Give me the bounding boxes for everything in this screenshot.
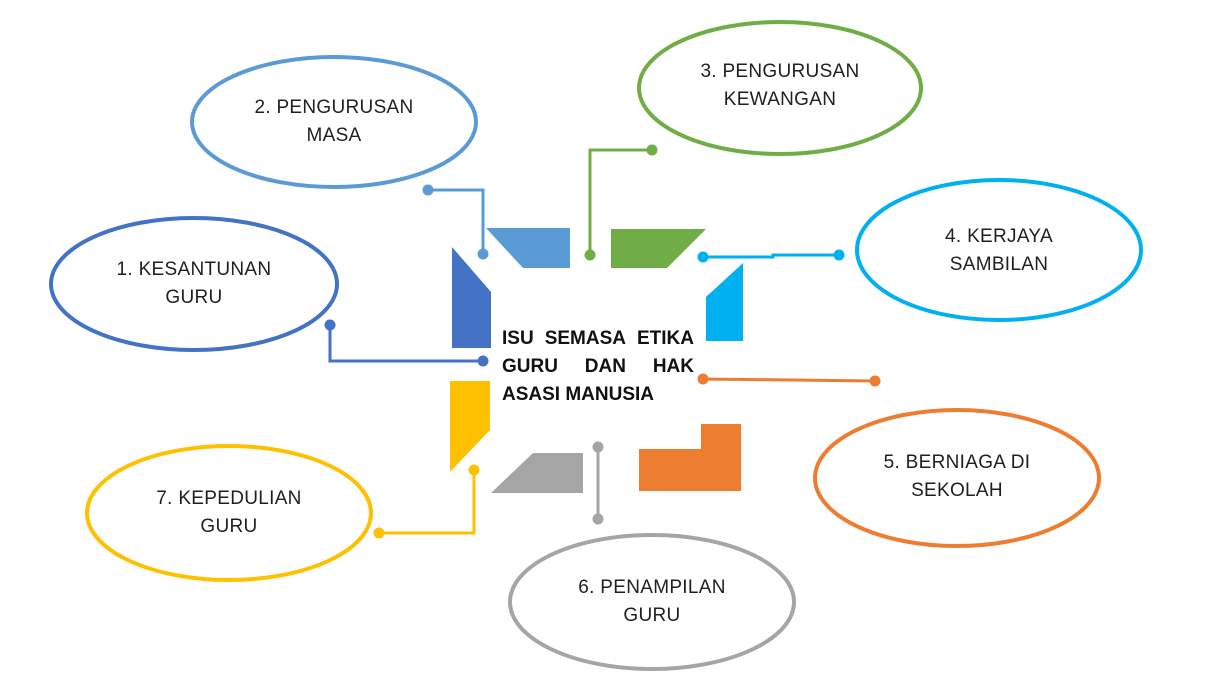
label-line: GURU [200, 516, 258, 537]
connector-kerjaya-sambilan [703, 253, 839, 259]
shape-kesantunan-guru [452, 247, 491, 348]
connector-dot [697, 373, 709, 385]
connector-dot [833, 249, 845, 261]
label-berniaga-di-sekolah: 5. BERNIAGA DI SEKOLAH [847, 449, 1067, 505]
label-penampilan-guru: 6. PENAMPILAN GURU [542, 574, 762, 630]
connector-dot [592, 441, 604, 453]
connector-pengurusan-masa [428, 188, 485, 254]
center-title-line-3: ASASI MANUSIA [502, 381, 694, 409]
center-title-line-1: ISU SEMASA ETIKA [502, 325, 694, 353]
shape-berniaga-di-sekolah [639, 424, 741, 491]
shape-kepedulian-guru [450, 381, 490, 472]
center-title-word: ASASI MANUSIA [502, 384, 655, 405]
branch-penampilan-guru [491, 441, 796, 671]
label-line: SEKOLAH [911, 480, 1003, 501]
label-line: GURU [623, 605, 681, 626]
branch-kesantunan-guru [49, 216, 491, 367]
center-title-word: GURU [502, 356, 558, 377]
shape-pengurusan-masa [486, 228, 570, 268]
branch-kerjaya-sambilan [697, 178, 1143, 341]
connector-dot [477, 248, 489, 260]
center-title-word: DAN [584, 356, 626, 377]
shape-penampilan-guru [491, 453, 583, 493]
connector-kepedulian-guru [379, 470, 476, 535]
label-line: 5. BERNIAGA DI [883, 452, 1031, 473]
label-line: KEWANGAN [723, 89, 837, 110]
ellipse-berniaga-di-sekolah [813, 408, 1101, 548]
center-title-word: ETIKA [636, 328, 694, 349]
label-line: 1. KESANTUNAN [116, 259, 272, 280]
branch-pengurusan-masa [190, 55, 570, 268]
center-title-line-2: GURU DAN HAK [502, 353, 694, 381]
connector-dot [373, 527, 385, 539]
label-line: 2. PENGURUSAN [254, 97, 414, 118]
ellipse-kesantunan-guru [49, 216, 339, 352]
connector-dot [584, 249, 596, 261]
label-line: GURU [165, 287, 223, 308]
center-title: ISU SEMASA ETIKA GURU DAN HAK ASASI MANU… [502, 325, 694, 409]
center-title-word: ISU [502, 328, 534, 349]
branch-pengurusan-kewangan [584, 20, 923, 268]
shape-kerjaya-sambilan [706, 263, 743, 341]
connector-pengurusan-kewangan [588, 148, 652, 255]
connector-kesantunan-guru [328, 325, 483, 363]
connector-dot [646, 144, 658, 156]
label-line: 7. KEPEDULIAN [156, 488, 302, 509]
connector-dot [324, 319, 336, 331]
center-title-word: HAK [652, 356, 694, 377]
ellipse-kepedulian-guru [85, 444, 373, 582]
connector-dot [468, 464, 480, 476]
branch-kepedulian-guru [85, 381, 490, 582]
label-line: 4. KERJAYA [945, 226, 1053, 247]
branch-berniaga-di-sekolah [639, 373, 1101, 548]
ellipse-kerjaya-sambilan [855, 178, 1143, 322]
ellipse-pengurusan-masa [190, 55, 478, 189]
label-kepedulian-guru: 7. KEPEDULIAN GURU [119, 485, 339, 541]
label-line: 3. PENGURUSAN [700, 61, 860, 82]
connector-dot [697, 251, 709, 263]
shape-pengurusan-kewangan [611, 229, 706, 268]
connector-dot [869, 375, 881, 387]
ellipse-pengurusan-kewangan [637, 20, 923, 156]
connector-dot [477, 355, 489, 367]
connector-dot [592, 513, 604, 525]
connector-dot [422, 184, 434, 196]
label-kesantunan-guru: 1. KESANTUNAN GURU [84, 256, 304, 312]
connector-berniaga-di-sekolah [702, 377, 876, 383]
label-line: 6. PENAMPILAN [578, 577, 726, 598]
label-line: SAMBILAN [949, 254, 1049, 275]
label-kerjaya-sambilan: 4. KERJAYA SAMBILAN [889, 223, 1109, 279]
label-pengurusan-masa: 2. PENGURUSAN MASA [224, 94, 444, 150]
label-pengurusan-kewangan: 3. PENGURUSAN KEWANGAN [670, 58, 890, 114]
center-title-word: SEMASA [544, 328, 626, 349]
ellipse-penampilan-guru [508, 533, 796, 671]
label-line: MASA [306, 125, 362, 146]
